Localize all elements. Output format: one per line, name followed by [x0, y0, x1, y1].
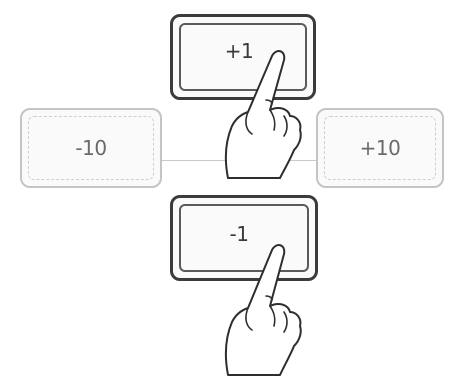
minus-one-key: -1	[170, 195, 318, 281]
key-inner-frame	[179, 23, 307, 91]
pointing-hand-icon	[224, 50, 302, 179]
minus-one-label: -1	[229, 222, 249, 246]
key-inner-frame	[179, 204, 309, 272]
plus-one-key: +1	[170, 14, 316, 100]
key-inner-frame	[28, 116, 154, 180]
pointing-hand-icon	[224, 244, 302, 376]
key-inner-frame	[324, 116, 436, 180]
minus-ten-key: -10	[20, 108, 162, 188]
plus-one-label: +1	[224, 39, 254, 63]
plus-ten-key: +10	[316, 108, 444, 188]
minus-ten-label: -10	[75, 136, 107, 160]
plus-ten-label: +10	[359, 136, 401, 160]
